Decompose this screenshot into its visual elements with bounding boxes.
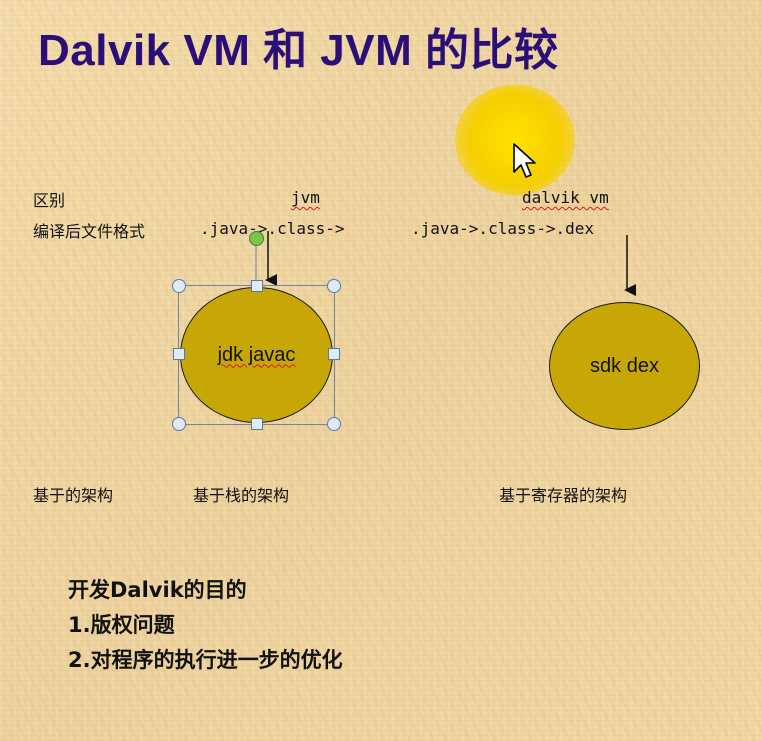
purpose-item: 1.版权问题 [68,613,175,637]
diff-label: 区别 [33,191,66,210]
dalvik-architecture: 基于寄存器的架构 [499,486,628,505]
architecture-label: 基于的架构 [33,486,114,505]
mouse-pointer-icon [513,143,536,178]
slide-title: Dalvik VM 和 JVM 的比较 [38,26,559,75]
purpose-item: 2.对程序的执行进一步的优化 [68,648,343,672]
dalvik-compile-chain: .java->.class->.dex [411,219,595,238]
sdk-dex-ellipse[interactable]: sdk dex [549,302,700,430]
resize-handle-icon[interactable] [251,418,263,430]
resize-handle-icon[interactable] [172,279,186,293]
jdk-javac-label: jdk javac [217,343,296,366]
resize-handle-icon[interactable] [327,417,341,431]
resize-handle-icon[interactable] [173,348,185,360]
purpose-heading: 开发Dalvik的目的 [68,578,247,602]
jvm-header: jvm [291,188,320,207]
sdk-dex-label: sdk dex [590,354,659,377]
resize-handle-icon[interactable] [172,417,186,431]
resize-handle-icon[interactable] [328,348,340,360]
rotation-handle-icon[interactable] [249,231,264,246]
jvm-architecture: 基于栈的架构 [193,486,290,505]
jvm-compile-chain: .java->.class-> [200,219,345,238]
selection-frame [178,285,335,425]
cursor-highlight [455,85,575,195]
resize-handle-icon[interactable] [251,280,263,292]
dalvik-header: dalvik vm [522,188,609,207]
resize-handle-icon[interactable] [327,279,341,293]
file-format-label: 编译后文件格式 [33,222,146,241]
